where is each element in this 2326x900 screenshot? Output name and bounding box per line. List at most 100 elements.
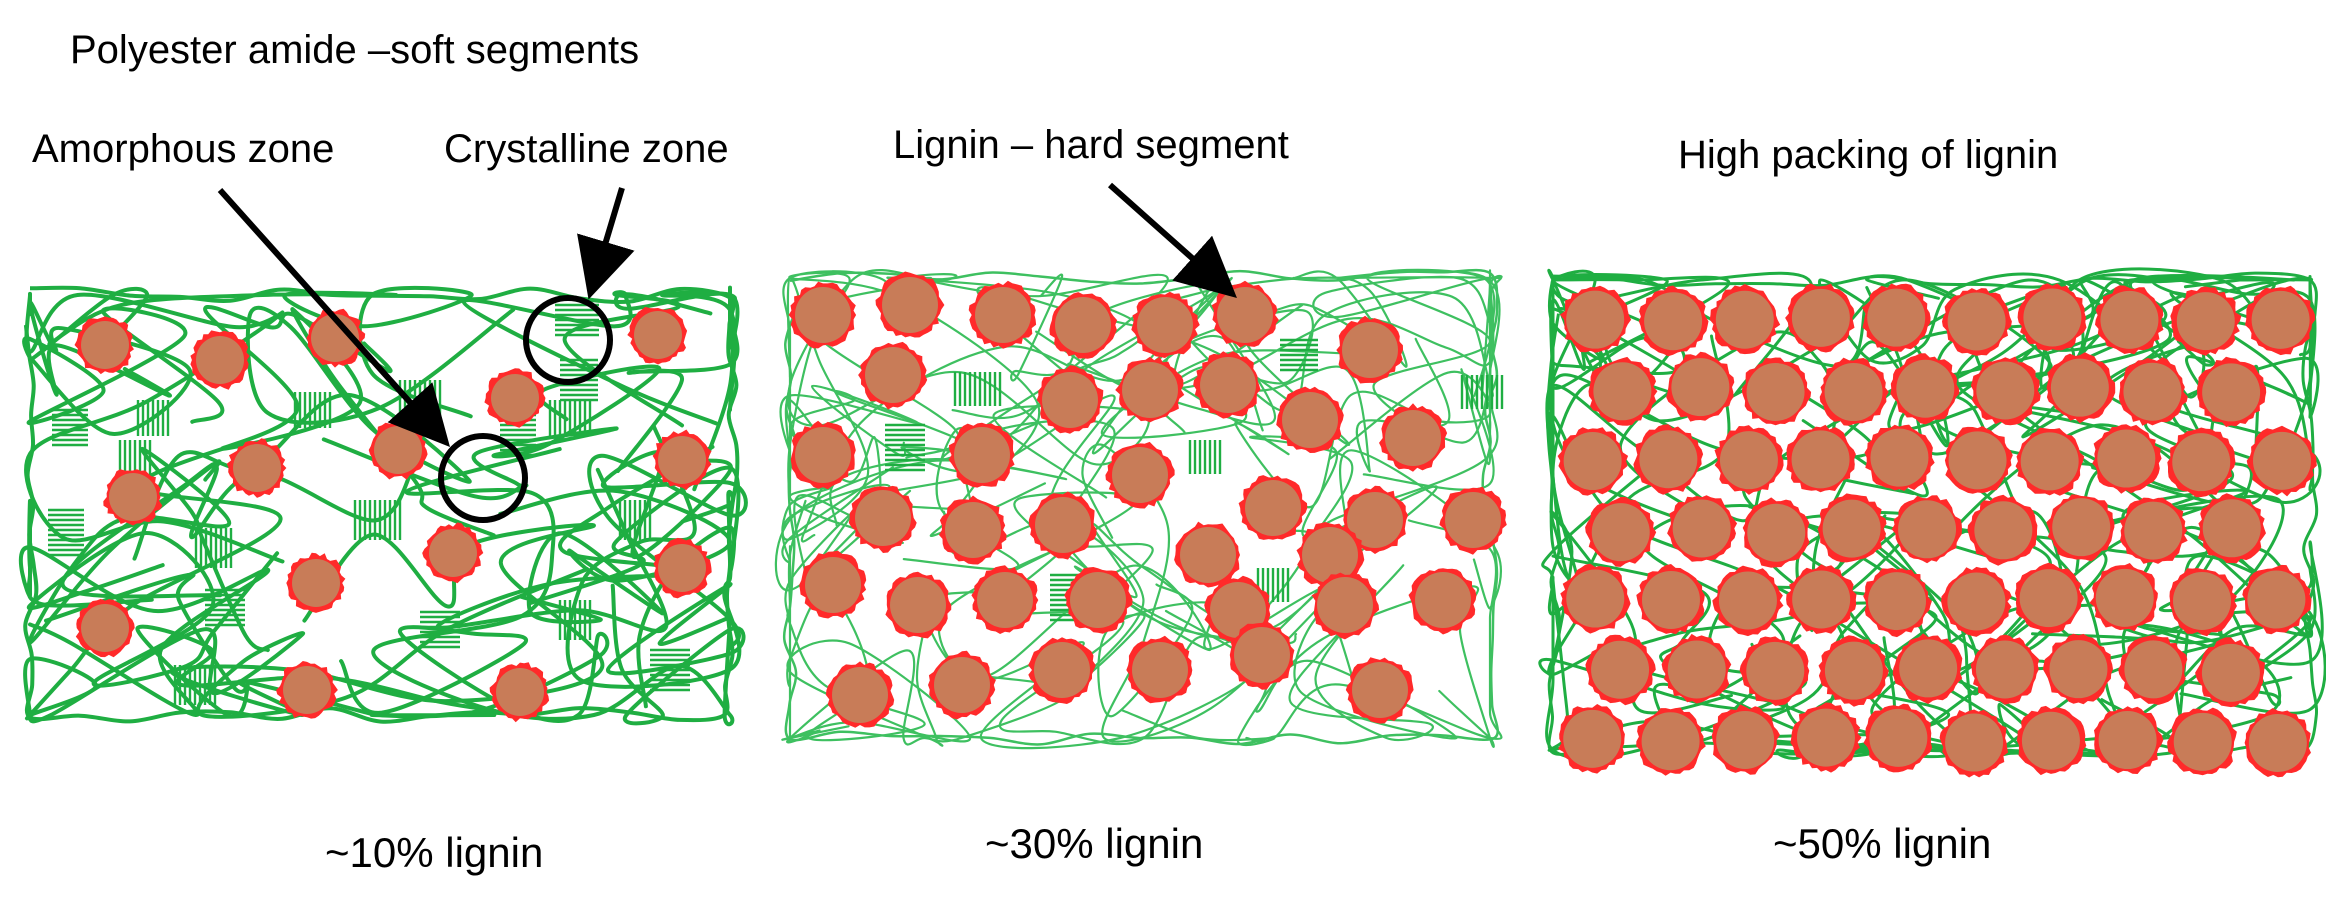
lignin-particle-core <box>855 490 911 546</box>
polymer-chain <box>321 364 662 501</box>
crystalline-lamella <box>650 648 690 692</box>
lignin-particle-core <box>1896 359 1955 418</box>
lignin-particle-core <box>2173 712 2232 771</box>
lignin-particle <box>1439 486 1507 555</box>
lignin-particle-core <box>890 577 946 633</box>
lignin-particle-core <box>1445 492 1501 548</box>
lignin-particle <box>1345 657 1414 724</box>
lignin-particle <box>1890 353 1960 425</box>
lignin-particle <box>1296 522 1365 587</box>
soft-segments-label: Polyester amide –soft segments <box>70 28 639 72</box>
lignin-particle-core <box>2097 429 2156 488</box>
lignin-particle <box>2092 424 2162 494</box>
lignin-particle-core <box>292 559 340 607</box>
lignin-particle <box>1115 356 1185 423</box>
lignin-particle-core <box>1746 362 1805 421</box>
amorphous-arrow <box>217 187 451 447</box>
crystalline-lamella <box>1188 440 1222 474</box>
crystalline-lamella <box>293 392 332 428</box>
lignin-particle <box>1712 565 1784 637</box>
lignin-particle <box>286 552 346 613</box>
polymer-chain <box>435 444 715 634</box>
lignin-particle-core <box>658 436 706 484</box>
lignin-particle <box>858 341 928 410</box>
lignin-particle <box>1131 291 1200 358</box>
lignin-particle-core <box>1672 499 1731 558</box>
lignin-particle-core <box>1898 500 1957 559</box>
lignin-particle-core <box>283 666 331 714</box>
lignin-particle-core <box>1824 363 1883 422</box>
amorphous-zone-label: Amorphous zone <box>32 127 334 171</box>
lignin-particle <box>1819 357 1889 426</box>
lignin-particle-core <box>2202 499 2261 558</box>
polymer-chain <box>782 270 1041 497</box>
lignin-particle-core <box>865 347 921 403</box>
lignin-particle <box>2169 568 2237 637</box>
lignin-particle <box>2167 707 2237 776</box>
lignin-particle <box>1238 475 1308 540</box>
lignin-particle-core <box>1055 297 1111 353</box>
lignin-particle-core <box>2202 363 2261 422</box>
lignin-particle <box>1336 315 1403 384</box>
lignin-particle-core <box>2052 498 2111 557</box>
lignin-particle-core <box>2176 292 2235 351</box>
lignin-particle <box>2017 283 2087 351</box>
lignin-particle <box>2195 637 2265 708</box>
lignin-particle <box>1786 564 1857 634</box>
lignin-particle-core <box>1042 372 1098 428</box>
lignin-particle-core <box>2124 501 2183 560</box>
lignin-particle-core <box>1302 527 1358 583</box>
panel-1-caption: ~10% lignin <box>325 829 543 876</box>
crystalline-lamella <box>1460 375 1504 409</box>
crystalline-lamella <box>560 358 598 402</box>
lignin-particle <box>788 281 857 349</box>
lignin-particle <box>1967 494 2038 566</box>
lignin-particle-core <box>954 427 1010 483</box>
lignin-particle-core <box>2172 433 2231 492</box>
lignin-particle <box>1311 572 1380 640</box>
lignin-particle-core <box>2124 640 2183 699</box>
lignin-particle <box>1638 285 1709 357</box>
lignin-particle-core <box>945 502 1001 558</box>
lignin-particle-core <box>977 572 1033 628</box>
lignin-particle <box>2170 286 2242 356</box>
lignin-particle-core <box>2021 711 2080 770</box>
polymer-chain <box>527 465 741 709</box>
crystalline-lamella <box>1280 338 1318 372</box>
lignin-particle <box>1666 351 1735 422</box>
annotations <box>217 182 1237 523</box>
lignin-particle <box>1560 563 1631 634</box>
lignin-particle-core <box>1868 572 1927 631</box>
lignin-particle <box>2095 285 2164 355</box>
lignin-particle-core <box>2201 643 2260 702</box>
polymer-chain <box>26 530 280 688</box>
lignin-particle-core <box>1796 708 1855 767</box>
crystalline-zone-label: Crystalline zone <box>444 127 729 171</box>
lignin-particle <box>1379 403 1448 472</box>
lignin-particle-core <box>1644 292 1703 351</box>
lignin-particle <box>1661 633 1732 704</box>
lignin-particle-core <box>1641 570 1700 629</box>
polymer-chain <box>18 499 271 717</box>
lignin-particle-core <box>934 657 990 713</box>
lignin-particle-core <box>1566 290 1625 349</box>
lignin-particle-core <box>496 668 544 716</box>
lignin-particle <box>2089 563 2158 632</box>
lignin-particle-core <box>374 426 422 474</box>
lignin-particle <box>875 271 945 338</box>
polymer-chain <box>339 625 610 723</box>
lignin-particle <box>948 422 1015 488</box>
lignin-particle <box>1863 703 1933 773</box>
polymer-chain <box>800 271 1276 543</box>
lignin-particle-core <box>1112 447 1168 503</box>
polymer-chain <box>587 450 748 651</box>
lignin-particle-core <box>1870 428 1929 487</box>
lignin-particle-core <box>975 287 1031 343</box>
lignin-particle-core <box>429 529 477 577</box>
lignin-particle <box>75 598 135 658</box>
lignin-particle <box>1742 497 1810 568</box>
lignin-particle-core <box>2251 290 2310 349</box>
lignin-particle <box>1818 635 1889 707</box>
lignin-particle-core <box>1716 710 1775 769</box>
